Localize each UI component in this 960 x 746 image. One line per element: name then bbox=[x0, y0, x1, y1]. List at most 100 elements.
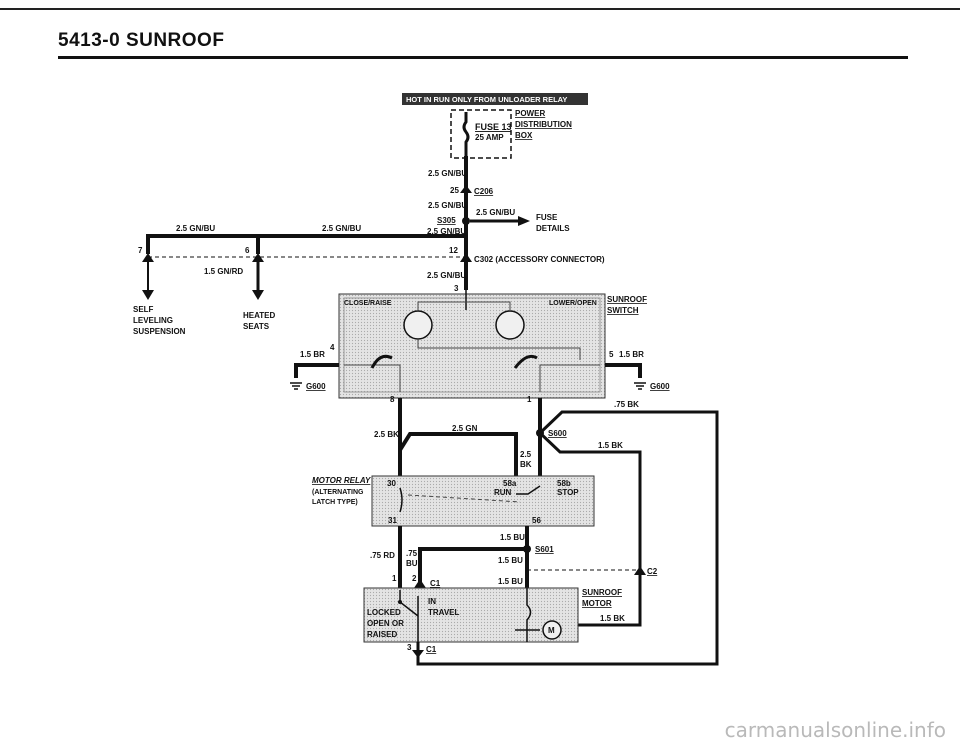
switch-blade-right bbox=[513, 354, 538, 369]
motor-pin2: 2 bbox=[412, 574, 417, 583]
relay-pin58b: 58b bbox=[557, 479, 571, 488]
motor-pin1: 1 bbox=[392, 574, 397, 583]
c2-connector bbox=[634, 566, 646, 575]
wire-label-gnrd: 1.5 GN/RD bbox=[204, 267, 243, 276]
g600-right-label: G600 bbox=[650, 382, 670, 391]
self-leveling-3: SUSPENSION bbox=[133, 327, 186, 336]
relay-label-3: LATCH TYPE) bbox=[312, 499, 358, 506]
pin6-label: 6 bbox=[245, 246, 250, 255]
g600-left-label: G600 bbox=[306, 382, 326, 391]
motor-bk15-label: 1.5 BK bbox=[600, 614, 625, 623]
sunroof-switch-box bbox=[338, 293, 606, 399]
ground-right-icon bbox=[634, 382, 646, 390]
switch-blade-left bbox=[370, 354, 393, 369]
relay-coil-icon bbox=[399, 487, 403, 513]
box-label-1: POWER bbox=[515, 109, 545, 118]
c1-upper-label: C1 bbox=[430, 579, 441, 588]
fuse-13-symbol bbox=[462, 112, 470, 156]
c206-connector bbox=[460, 185, 472, 193]
wire-bk-15-loop bbox=[538, 431, 642, 627]
c206-pin: 25 bbox=[450, 186, 459, 195]
switch-pin4: 4 bbox=[330, 343, 335, 352]
pin7-connector bbox=[142, 253, 154, 262]
c2-label: C2 bbox=[647, 567, 658, 576]
relay-pin31: 31 bbox=[388, 516, 397, 525]
branch-wire bbox=[146, 234, 466, 254]
motor-m-icon bbox=[542, 620, 562, 640]
bk15-label: 1.5 BK bbox=[598, 441, 623, 450]
relay-label-2: (ALTERNATING bbox=[312, 489, 364, 496]
relay-latch-link bbox=[407, 494, 521, 503]
c1-upper-connector bbox=[414, 579, 426, 588]
bk25-left-label: 2.5 BK bbox=[374, 430, 399, 439]
fuse-details-arrow bbox=[518, 216, 530, 226]
box-label-2: DISTRIBUTION bbox=[515, 120, 572, 129]
c1-lower-label: C1 bbox=[426, 645, 437, 654]
fuse-rating: 25 AMP bbox=[475, 133, 504, 142]
page-top-rule bbox=[0, 8, 960, 10]
fuse-name: FUSE 13 bbox=[475, 122, 512, 132]
switch-label-1: SUNROOF bbox=[607, 295, 647, 304]
watermark: carmanualsonline.info bbox=[724, 718, 946, 742]
self-leveling-2: LEVELING bbox=[133, 316, 173, 325]
bu15-2-label: 1.5 BU bbox=[498, 556, 523, 565]
pin12-label: 12 bbox=[449, 246, 458, 255]
motor-label-2: MOTOR bbox=[582, 599, 612, 608]
wire-label-gnbu-left: 2.5 GN/BU bbox=[176, 224, 215, 233]
wire-label-gnbu-2: 2.5 GN/BU bbox=[428, 201, 467, 210]
limit-switch-pivot bbox=[398, 600, 402, 604]
fuse-details-2: DETAILS bbox=[536, 224, 570, 233]
bk25-mid-2: BK bbox=[520, 460, 532, 469]
s600-label: S600 bbox=[548, 429, 567, 438]
s601-label: S601 bbox=[535, 545, 554, 554]
switch-pin5: 5 bbox=[609, 350, 614, 359]
motor-locked-3: RAISED bbox=[367, 630, 397, 639]
gn25-label: 2.5 GN bbox=[452, 424, 478, 433]
wire-gn bbox=[398, 432, 518, 476]
pin7-label: 7 bbox=[138, 246, 143, 255]
br-right-label: 1.5 BR bbox=[619, 350, 644, 359]
switch-lamp-bus bbox=[417, 301, 511, 310]
self-leveling-1: SELF bbox=[133, 305, 154, 314]
switch-pin3: 3 bbox=[454, 284, 459, 293]
title-underline bbox=[58, 56, 908, 59]
wire-label-gnbu-3: 2.5 GN/BU bbox=[427, 227, 466, 236]
s305-label: S305 bbox=[437, 216, 456, 225]
page-title: 5413-0 SUNROOF bbox=[58, 30, 225, 51]
s601-splice bbox=[523, 545, 531, 553]
motor-pin3: 3 bbox=[407, 643, 412, 652]
wire-label-gnbu-1: 2.5 GN/BU bbox=[428, 169, 467, 178]
ground-wire-right bbox=[605, 363, 642, 378]
close-lamp-icon bbox=[403, 310, 433, 340]
motor-relay-box bbox=[371, 475, 595, 527]
wire-label-gnbu-fuse: 2.5 GN/BU bbox=[476, 208, 515, 217]
bk75-label: .75 BK bbox=[614, 400, 639, 409]
ground-left-icon bbox=[290, 382, 302, 390]
heated-seats-arrow bbox=[252, 290, 264, 300]
motor-locked-2: OPEN OR bbox=[367, 619, 404, 628]
switch-contact-right bbox=[539, 364, 600, 392]
heated-seats-2: SEATS bbox=[243, 322, 270, 331]
motor-armature-wire bbox=[526, 588, 532, 642]
heated-seats-1: HEATED bbox=[243, 311, 276, 320]
s305-splice bbox=[462, 217, 470, 225]
ground-wire-left bbox=[294, 363, 339, 378]
switch-pin8: 8 bbox=[390, 395, 395, 404]
switch-contact-left bbox=[344, 364, 401, 392]
wire-label-gnbu-4: 2.5 GN/BU bbox=[427, 271, 466, 280]
bu75-label-2: BU bbox=[406, 559, 418, 568]
motor-label-1: SUNROOF bbox=[582, 588, 622, 597]
motor-m-label: M bbox=[548, 626, 555, 635]
fuse-details-1: FUSE bbox=[536, 213, 558, 222]
bu15-1-label: 1.5 BU bbox=[500, 533, 525, 542]
close-raise-label: CLOSE/RAISE bbox=[344, 300, 392, 307]
switch-internal-bus bbox=[417, 339, 581, 360]
rd75-label: .75 RD bbox=[370, 551, 395, 560]
motor-in-travel-2: TRAVEL bbox=[428, 608, 460, 617]
pin6-connector bbox=[252, 253, 264, 262]
c302-label: C302 (ACCESSORY CONNECTOR) bbox=[474, 255, 605, 264]
banner-box bbox=[402, 93, 588, 105]
bu15-3-label: 1.5 BU bbox=[498, 577, 523, 586]
box-label-3: BOX bbox=[515, 131, 533, 140]
